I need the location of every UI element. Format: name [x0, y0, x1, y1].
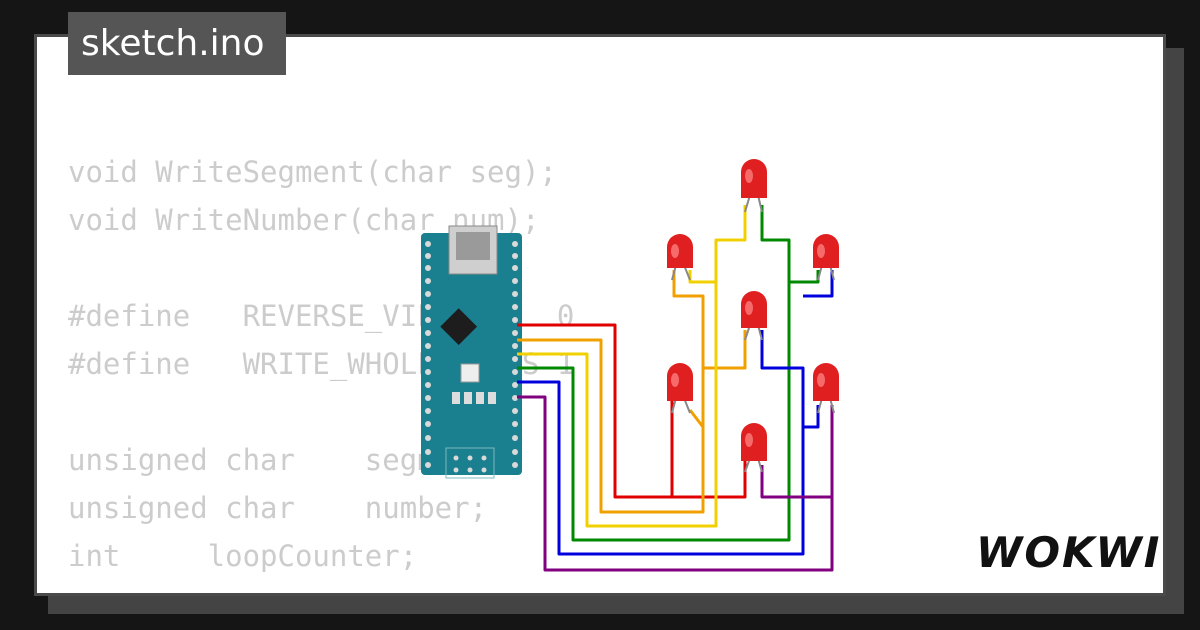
reset-button-icon[interactable]	[460, 363, 480, 383]
wire-yellow-branch	[688, 270, 716, 284]
wokwi-logo-text: WOKWI	[976, 528, 1162, 577]
wire-green-top	[760, 205, 791, 282]
led-segment-g[interactable]	[741, 291, 767, 341]
wire-orange-mid	[703, 330, 747, 370]
wire-blue-right	[803, 405, 820, 429]
led-segment-f[interactable]	[667, 234, 693, 281]
code-line: void WriteSegment(char seg);	[68, 155, 557, 189]
wire-yellow	[517, 205, 747, 528]
wokwi-logo: WOKWI	[976, 528, 1161, 577]
wire-purple	[517, 395, 834, 572]
mcu-chip	[440, 308, 478, 346]
wire-orange	[517, 338, 705, 514]
wire-blue-branch	[803, 270, 834, 298]
led-segment-d[interactable]	[741, 423, 767, 473]
led-segment-b[interactable]	[813, 234, 839, 281]
code-line: unsigned char number;	[68, 491, 488, 525]
led-segment-a[interactable]	[741, 159, 767, 213]
wires	[517, 205, 834, 572]
arduino-nano-board[interactable]	[421, 225, 522, 479]
led-segment-e[interactable]	[667, 363, 693, 414]
wire-purple-branch	[760, 465, 832, 499]
wire-blue	[517, 330, 805, 556]
wire-red	[517, 323, 747, 499]
code-line: int loopCounter;	[68, 539, 418, 573]
file-tab[interactable]: sketch.ino	[68, 12, 286, 75]
file-tab-label: sketch.ino	[81, 23, 265, 64]
pin-headers	[425, 241, 518, 473]
led-segment-c[interactable]	[813, 363, 839, 414]
wire-orange-top	[672, 270, 705, 427]
wire-green	[517, 270, 820, 542]
